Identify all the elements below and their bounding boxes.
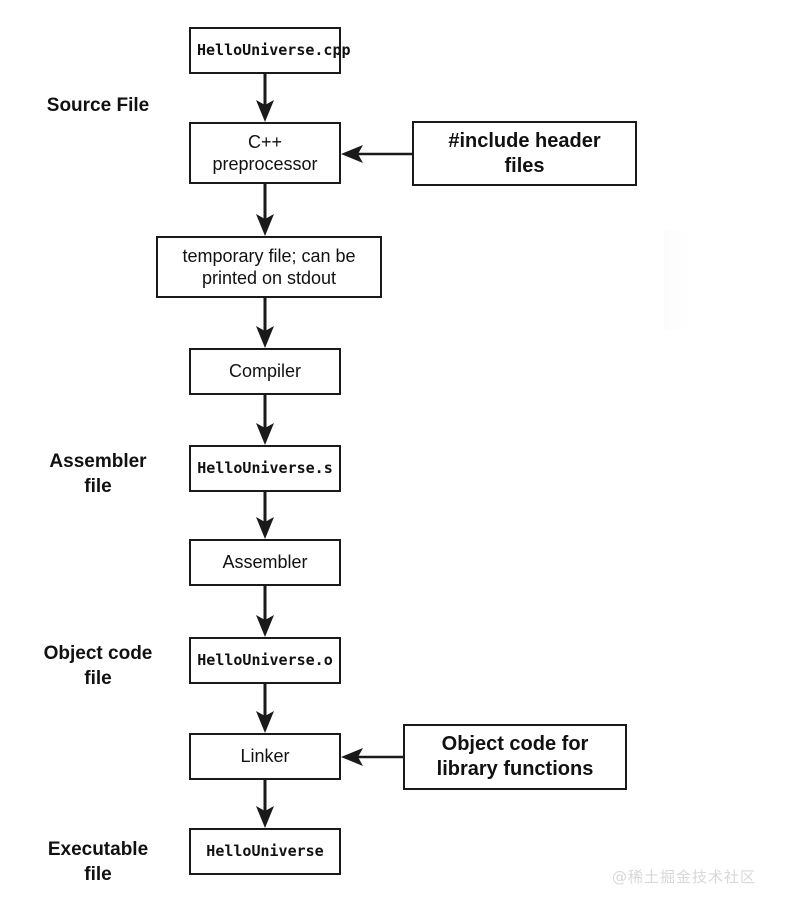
node-label: HelloUniverse.o <box>197 651 333 670</box>
connector-preprocessor-to-temp <box>256 184 274 236</box>
node-label: C++ preprocessor <box>212 131 318 175</box>
stage-label-source-file: Source File <box>18 94 178 119</box>
node-object-code-library[interactable]: Object code for library functions <box>403 724 627 790</box>
connector-compiler-to-asm-file <box>256 395 274 445</box>
node-label: #include header files <box>448 129 601 177</box>
node-label: Object code for library functions <box>436 733 594 780</box>
node-linker[interactable]: Linker <box>189 733 341 780</box>
stage-label-text: Executable file <box>47 839 149 885</box>
node-label: HelloUniverse.s <box>197 459 333 478</box>
connector-cpp-to-preprocessor <box>256 74 274 122</box>
node-label: temporary file; can be printed on stdout <box>182 245 356 289</box>
node-assembler[interactable]: Assembler <box>189 539 341 586</box>
node-hellouniverse-s[interactable]: HelloUniverse.s <box>189 445 341 492</box>
node-label: Linker <box>240 746 290 767</box>
connector-temp-to-compiler <box>256 298 274 348</box>
node-label: Assembler <box>222 552 308 573</box>
connector-assembler-to-obj-file <box>256 586 274 637</box>
node-hellouniverse-o[interactable]: HelloUniverse.o <box>189 637 341 684</box>
background-artifact <box>664 230 690 330</box>
stage-label-text: Object code file <box>43 643 153 689</box>
stage-label-text: Assembler file <box>49 451 147 497</box>
node-hellouniverse[interactable]: HelloUniverse <box>189 828 341 875</box>
node-include-header-files[interactable]: #include header files <box>412 121 637 186</box>
node-label: HelloUniverse <box>206 842 324 861</box>
node-compiler[interactable]: Compiler <box>189 348 341 395</box>
connector-headers-to-preprocessor <box>341 145 412 163</box>
stage-label-object-code-file: Object code file <box>18 642 178 691</box>
connector-obj-file-to-linker <box>256 684 274 733</box>
connector-asm-file-to-assembler <box>256 492 274 539</box>
node-label: HelloUniverse.cpp <box>197 41 351 60</box>
node-cpp-preprocessor[interactable]: C++ preprocessor <box>189 122 341 184</box>
connector-linker-to-executable <box>256 780 274 828</box>
stage-label-assembler-file: Assembler file <box>18 450 178 499</box>
stage-label-executable-file: Executable file <box>18 838 178 887</box>
node-temporary-file[interactable]: temporary file; can be printed on stdout <box>156 236 382 298</box>
stage-label-text: Source File <box>46 95 150 116</box>
watermark-bottom-right: @稀土掘金技术社区 <box>612 868 757 886</box>
node-label: Compiler <box>228 361 302 382</box>
connector-library-to-linker <box>341 748 403 766</box>
node-hellouniverse-cpp[interactable]: HelloUniverse.cpp <box>189 27 351 74</box>
